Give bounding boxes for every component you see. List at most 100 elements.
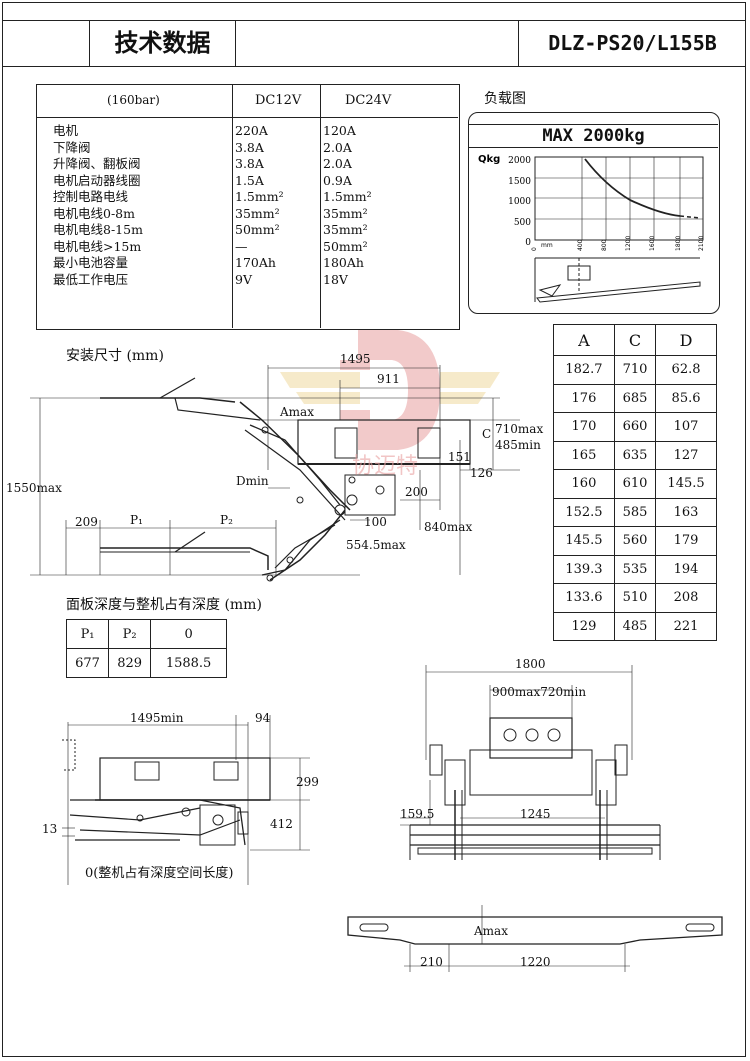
spec-row-dc24: 1.5mm² <box>323 189 372 204</box>
acd-cell: 585 <box>613 497 657 527</box>
header-spacer <box>236 20 518 66</box>
side-view-caption: 0(整机占有深度空间长度) <box>85 866 234 881</box>
dim-dmin: Dmin <box>236 474 269 488</box>
dim-c485: 485min <box>495 438 541 452</box>
acd-cell: 685 <box>613 383 657 413</box>
spec-row-dc24: 0.9A <box>323 172 352 188</box>
spec-row-dc12: 35mm² <box>235 205 280 221</box>
load-x-tick: 1800 <box>675 236 682 251</box>
acd-header-cell: D <box>655 324 717 356</box>
load-x-axis-unit: mm <box>541 242 553 249</box>
load-y-tick: 1500 <box>508 177 531 187</box>
acd-cell: 182.7 <box>553 355 615 385</box>
spec-row-dc24: 35mm² <box>323 222 368 237</box>
spec-row-dc24: 35mm² <box>323 205 368 221</box>
load-x-tick: 400 <box>577 239 584 251</box>
top-view-drawing <box>400 665 661 860</box>
spec-row-label: 最小电池容量 <box>53 255 129 270</box>
watermark-logo <box>280 330 500 450</box>
spec-row-dc12: — <box>235 238 248 254</box>
load-x-tick: 1200 <box>625 236 632 251</box>
spec-row-dc24: 120A <box>323 123 356 138</box>
spec-row-dc12: 50mm² <box>235 222 280 237</box>
spec-row-label: 升降阀、翻板阀 <box>53 156 141 171</box>
load-y-tick: 2000 <box>508 156 531 166</box>
spec-row-label: 最低工作电压 <box>53 271 129 287</box>
spec-row-label: 电机电线>15m <box>53 238 142 254</box>
dim-412: 412 <box>270 817 293 831</box>
acd-cell: 85.6 <box>655 383 717 413</box>
spec-row-dc12: 1.5A <box>235 172 264 188</box>
dim-c710: 710max <box>495 422 544 436</box>
spec-col-divider-2 <box>320 85 321 328</box>
side-view-drawing <box>62 715 310 885</box>
dim-c: C <box>482 427 492 441</box>
install-drawing <box>30 365 520 582</box>
dim-159-5: 159.5 <box>400 807 435 821</box>
dim-1495: 1495 <box>340 352 371 366</box>
depth-value-cell: 1588.5 <box>150 648 227 678</box>
dim-126: 126 <box>470 466 493 480</box>
spec-row-dc24: 2.0A <box>323 156 352 171</box>
spec-row-dc12: 170Ah <box>235 255 276 270</box>
load-y-axis-label: Qkg <box>478 154 500 165</box>
spec-row-dc24: 50mm² <box>323 238 368 254</box>
load-x-tick: 2100 <box>698 236 705 251</box>
spec-header-dc24: DC24V <box>345 93 392 108</box>
acd-cell: 560 <box>613 526 657 556</box>
load-x-tick: 0 <box>531 247 538 251</box>
acd-cell: 510 <box>613 583 657 613</box>
install-heading: 安装尺寸 (mm) <box>66 348 164 364</box>
depth-value-cell: 829 <box>108 648 152 678</box>
acd-cell: 660 <box>613 412 657 442</box>
acd-cell: 485 <box>613 611 657 641</box>
dim-151: 151 <box>448 450 471 464</box>
acd-cell: 145.5 <box>553 526 615 556</box>
dim-amax: Amax <box>280 405 314 419</box>
spec-row: 电机启动器线圈 1.5A 0.9A <box>53 173 378 190</box>
dim-900max720min: 900max720min <box>492 685 587 699</box>
load-chart-heading: 负载图 <box>484 91 526 107</box>
dim-1245: 1245 <box>520 807 551 821</box>
spec-header-divider <box>37 117 458 118</box>
dim-p2: P₂ <box>220 513 233 527</box>
load-x-tick: 800 <box>601 239 608 251</box>
dim-200: 200 <box>405 485 428 499</box>
watermark-text: 协迈特 <box>352 454 419 479</box>
depth-header-cell: 0 <box>150 619 227 649</box>
dim-1800: 1800 <box>515 657 546 671</box>
depth-table-heading: 面板深度与整机占有深度 (mm) <box>66 597 262 613</box>
spec-row-dc24: 18V <box>323 271 348 287</box>
dim-94: 94 <box>255 711 271 725</box>
plate-view-drawing <box>347 905 723 972</box>
dim-210: 210 <box>420 955 443 969</box>
spec-row-label: 电机启动器线圈 <box>53 172 141 188</box>
spec-header-dc12: DC12V <box>255 93 302 108</box>
acd-cell: 179 <box>655 526 717 556</box>
dim-100: 100 <box>364 515 387 529</box>
acd-cell: 221 <box>655 611 717 641</box>
spec-row: 电机电线>15m — 50mm² <box>53 239 378 256</box>
acd-header-cell: A <box>553 324 615 356</box>
spec-row-label: 电机电线0-8m <box>53 205 135 221</box>
